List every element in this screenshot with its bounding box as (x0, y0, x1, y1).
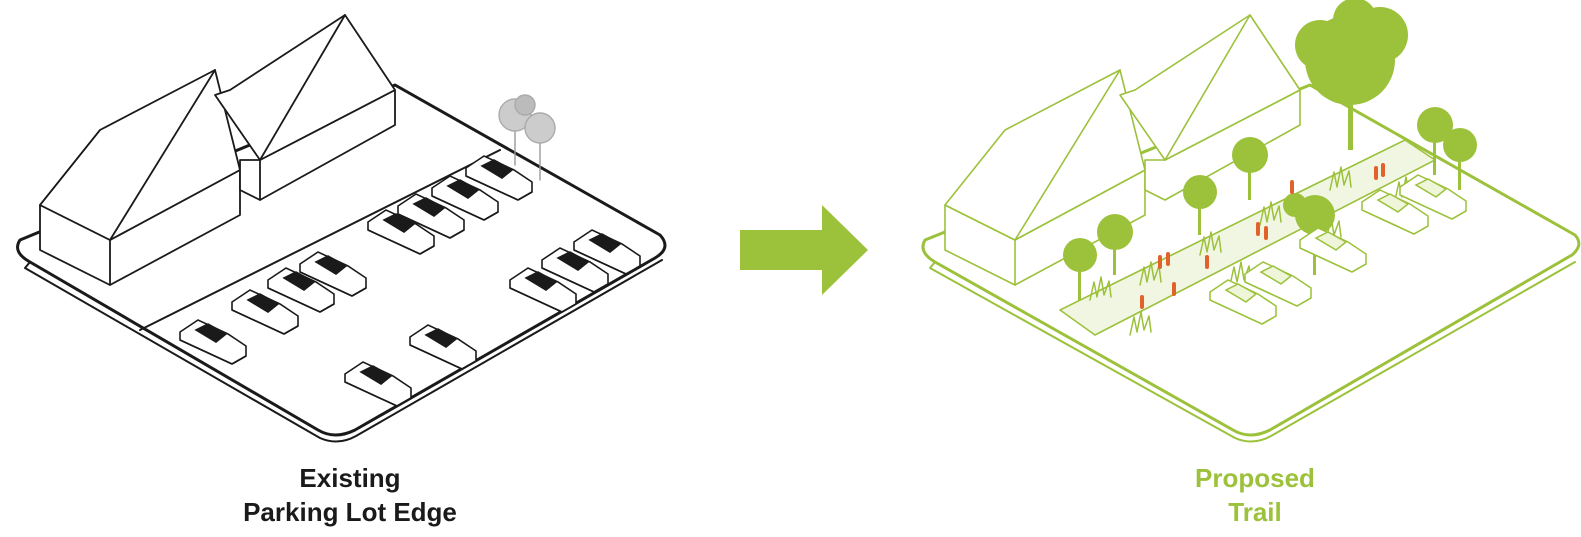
existing-parking-lot-illustration (0, 0, 700, 537)
parked-car (180, 320, 246, 364)
existing-caption: Existing Parking Lot Edge (195, 461, 505, 529)
parked-car (345, 362, 411, 406)
proposed-trail-illustration (900, 0, 1581, 537)
parked-car (410, 325, 476, 369)
existing-caption-line1: Existing (195, 461, 505, 495)
right-arrow-icon (740, 205, 870, 295)
proposed-caption-line1: Proposed (1100, 461, 1410, 495)
existing-caption-line2: Parking Lot Edge (195, 495, 505, 529)
proposed-caption: Proposed Trail (1100, 461, 1410, 529)
parked-car (1300, 228, 1366, 272)
proposed-caption-line2: Trail (1100, 495, 1410, 529)
